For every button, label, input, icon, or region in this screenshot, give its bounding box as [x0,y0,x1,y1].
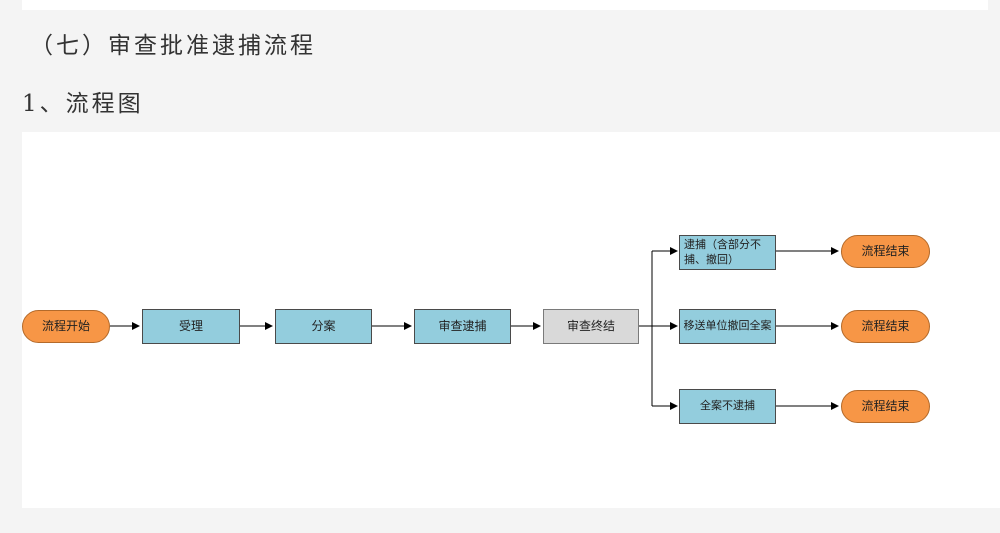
flowchart-canvas: 流程开始 受理 分案 审查逮捕 审查终结 逮捕（含部分不捕、撤回） 移送单位撤回… [22,132,1000,508]
outcome-arrest: 逮捕（含部分不捕、撤回） [679,235,776,270]
end-node-withdraw: 流程结束 [841,310,930,343]
outcome-no-arrest: 全案不逮捕 [679,389,776,424]
subsection-title: 1、流程图 [22,91,144,117]
end-node-no-arrest: 流程结束 [841,390,930,423]
outcome-withdraw: 移送单位撤回全案 [679,309,776,344]
step-final-review: 审查终结 [543,309,639,344]
top-strip [22,0,988,10]
step-accept: 受理 [142,309,240,344]
flowchart-connectors [110,247,839,410]
step-assign: 分案 [275,309,372,344]
end-node-arrest: 流程结束 [841,235,930,268]
start-node: 流程开始 [22,310,110,343]
section-title: （七）审查批准逮捕流程 [30,33,316,59]
step-arrest-review: 审查逮捕 [414,309,511,344]
